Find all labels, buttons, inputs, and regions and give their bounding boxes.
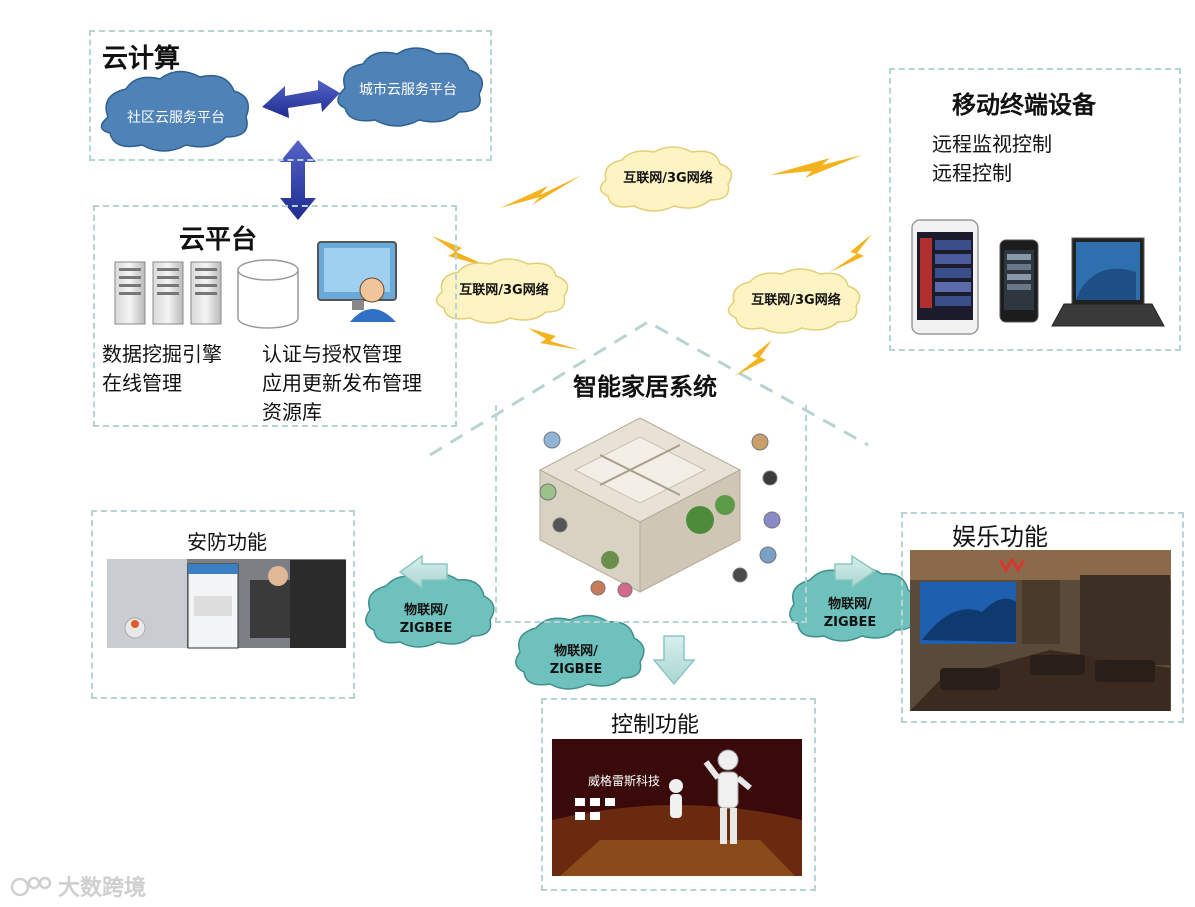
database-icon: [237, 259, 299, 329]
feature-app-update: 应用更新发布管理: [262, 371, 422, 395]
internet-label-top: 互联网/3G网络: [623, 171, 713, 186]
city-cloud-label: 城市云服务平台: [359, 82, 457, 98]
cloud-computing-box: [89, 30, 492, 161]
arrow-to-control: [652, 635, 696, 686]
cloud-platform-box: [93, 205, 457, 427]
watermark-text: 大数跨境: [58, 876, 147, 901]
iot-label-line2: ZIGBEE: [549, 662, 603, 677]
iot-label-security: 物联网/ ZIGBEE: [374, 602, 478, 638]
cloud-computing-title: 云计算: [102, 44, 181, 74]
smart-home-box: [495, 405, 807, 623]
internet-label-left: 互联网/3G网络: [459, 283, 549, 298]
mobile-terminal-title: 移动终端设备: [952, 91, 1096, 119]
smart-home-title: 智能家居系统: [573, 373, 717, 401]
smart-home-floorplan: [538, 417, 781, 598]
feature-remote-monitor: 远程监视控制: [932, 132, 1052, 156]
arrow-to-security: [398, 554, 448, 590]
laptop-icon: [1051, 237, 1165, 327]
double-arrow-horizontal: [262, 80, 340, 118]
feature-online-management: 在线管理: [102, 371, 182, 395]
arrow-to-entertainment: [834, 554, 877, 589]
control-title: 控制功能: [611, 713, 700, 738]
security-photo: [107, 559, 346, 649]
iot-label-line2: ZIGBEE: [399, 621, 453, 636]
cloud-platform-title: 云平台: [179, 225, 258, 255]
feature-resource-library: 资源库: [262, 400, 322, 424]
house-roof: [429, 320, 869, 457]
community-cloud-shape: [100, 70, 249, 152]
internet-label-right: 互联网/3G网络: [751, 293, 841, 308]
feature-data-mining: 数据挖掘引擎: [102, 342, 222, 366]
iphone-icon: [999, 239, 1039, 323]
bolt-icons: [432, 155, 872, 376]
android-phone-icon: [911, 219, 979, 335]
entertainment-box: [901, 512, 1184, 723]
security-box: [91, 510, 355, 699]
feature-remote-control: 远程控制: [932, 161, 1012, 185]
city-cloud-shape: [337, 47, 484, 127]
platform-left-features: 数据挖掘引擎 在线管理: [102, 340, 222, 398]
entertainment-title: 娱乐功能: [952, 523, 1048, 551]
iot-label-line1: 物联网/: [404, 603, 448, 618]
mobile-terminal-box: [889, 68, 1181, 351]
iot-label-line2: ZIGBEE: [823, 615, 877, 630]
iot-label-line1: 物联网/: [828, 597, 872, 612]
community-cloud-label: 社区云服务平台: [127, 110, 225, 126]
internet-cloud-shapes: [435, 146, 861, 334]
server-icons: [114, 261, 222, 325]
security-title: 安防功能: [187, 530, 267, 554]
home-theater-photo: [910, 550, 1171, 711]
control-box: [541, 698, 816, 891]
watermark-logo-icon: [10, 875, 52, 897]
admin-monitor-icon: [317, 241, 397, 322]
feature-auth: 认证与授权管理: [262, 342, 402, 366]
mobile-features: 远程监视控制 远程控制: [932, 130, 1052, 188]
watermark: 大数跨境: [10, 870, 146, 902]
control-robot-photo: [552, 739, 802, 876]
iot-label-control: 物联网/ ZIGBEE: [524, 643, 628, 679]
iot-label-line1: 物联网/: [554, 644, 598, 659]
control-brand-text: 威格雷斯科技: [588, 774, 661, 788]
iot-label-entertainment: 物联网/ ZIGBEE: [798, 596, 902, 632]
iot-cloud-shapes: [365, 566, 919, 690]
platform-right-features: 认证与授权管理 应用更新发布管理 资源库: [262, 340, 422, 427]
